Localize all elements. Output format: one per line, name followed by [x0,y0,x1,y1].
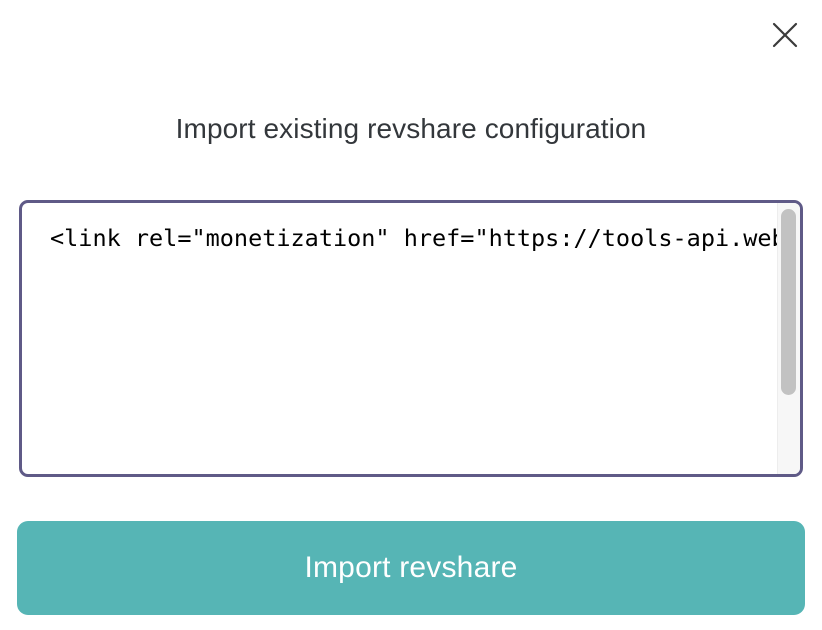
revshare-config-input[interactable] [22,203,777,474]
vertical-scrollbar[interactable] [777,203,800,474]
close-icon-glyph [772,22,798,48]
revshare-config-field-wrapper [19,200,803,477]
vertical-scrollbar-thumb[interactable] [781,209,796,395]
close-icon[interactable] [766,16,804,54]
page-title: Import existing revshare configuration [175,113,647,144]
import-revshare-button[interactable]: Import revshare [17,521,805,615]
